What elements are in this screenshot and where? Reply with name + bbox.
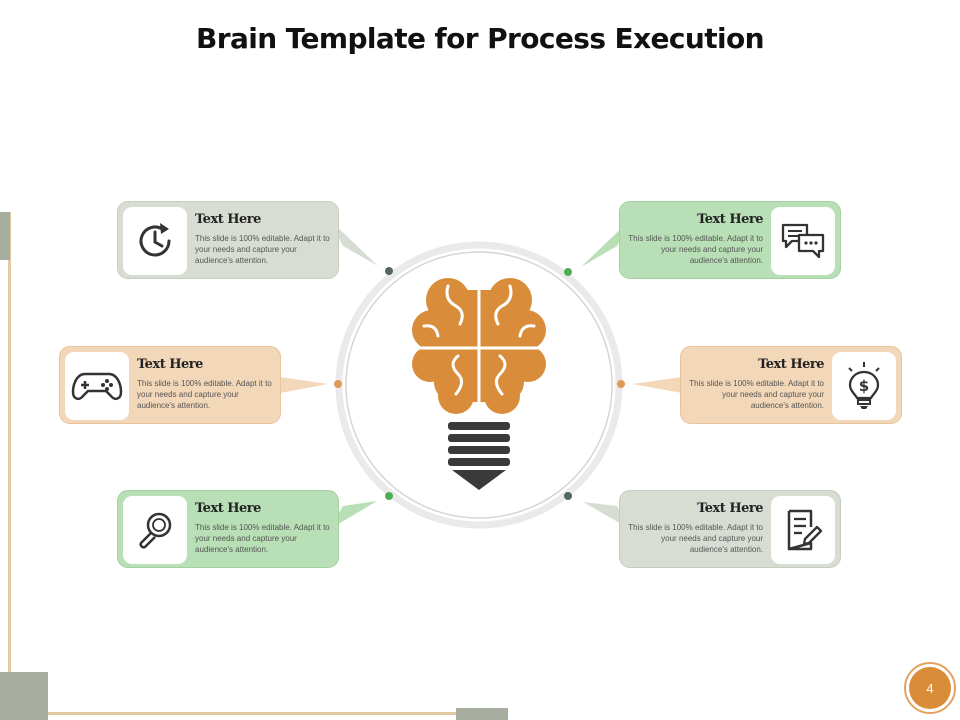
card-bottom-right: Text Here This slide is 100% editable. A…	[619, 490, 841, 568]
card-body: This slide is 100% editable. Adapt it to…	[628, 523, 763, 554]
tail-top-left	[330, 220, 378, 266]
card-heading: Text Here	[697, 501, 763, 516]
icon-box	[123, 496, 187, 564]
tail-bottom-right	[583, 502, 630, 529]
page-number: 4	[909, 667, 951, 709]
card-top-right: Text Here This slide is 100% editable. A…	[619, 201, 841, 279]
card-heading: Text Here	[758, 357, 824, 372]
page-number-badge: 4	[904, 662, 956, 714]
connector-dot	[564, 268, 572, 276]
connector-dot	[617, 380, 625, 388]
card-middle-right: $ Text Here This slide is 100% editable.…	[680, 346, 902, 424]
slide-title: Brain Template for Process Execution	[196, 22, 765, 55]
dollar-bulb-icon: $	[848, 362, 880, 409]
connector-dot	[334, 380, 342, 388]
card-heading: Text Here	[697, 212, 763, 227]
frame-block-corner	[0, 672, 48, 720]
tail-middle-right	[632, 377, 682, 393]
card-bottom-left: Text Here This slide is 100% editable. A…	[117, 490, 339, 568]
clock-refresh-icon	[139, 223, 171, 257]
card-heading: Text Here	[195, 501, 261, 516]
svg-text:$: $	[859, 377, 869, 395]
card-body: This slide is 100% editable. Adapt it to…	[195, 523, 330, 554]
frame-line-vertical	[8, 212, 11, 712]
icon-box: $	[832, 352, 896, 420]
connector-dot	[385, 267, 393, 275]
document-pen-icon	[787, 509, 823, 551]
icon-box	[771, 496, 835, 564]
frame-block-top	[0, 212, 10, 260]
icon-box	[65, 352, 129, 420]
card-body: This slide is 100% editable. Adapt it to…	[195, 234, 330, 265]
tail-top-right	[581, 220, 630, 267]
connector-dot	[564, 492, 572, 500]
tail-bottom-left	[330, 501, 377, 529]
frame-block-bottom	[456, 708, 508, 720]
card-middle-left: Text Here This slide is 100% editable. A…	[59, 346, 281, 424]
card-heading: Text Here	[137, 357, 203, 372]
brain-lightbulb-icon	[412, 278, 546, 490]
frame-line-horizontal	[48, 712, 460, 715]
card-body: This slide is 100% editable. Adapt it to…	[137, 379, 272, 410]
card-heading: Text Here	[195, 212, 261, 227]
card-body: This slide is 100% editable. Adapt it to…	[628, 234, 763, 265]
game-controller-icon	[71, 372, 123, 401]
card-top-left: Text Here This slide is 100% editable. A…	[117, 201, 339, 279]
tail-middle-left	[280, 377, 328, 393]
icon-box	[123, 207, 187, 275]
chat-bubbles-icon	[781, 223, 825, 259]
connector-dot	[385, 492, 393, 500]
magnifier-icon	[139, 512, 172, 549]
icon-box	[771, 207, 835, 275]
card-body: This slide is 100% editable. Adapt it to…	[689, 379, 824, 410]
